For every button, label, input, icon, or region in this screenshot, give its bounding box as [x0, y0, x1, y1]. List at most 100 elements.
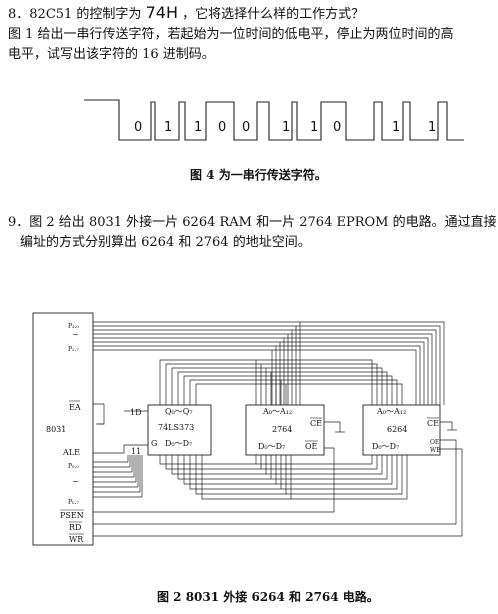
- wire: [93, 448, 463, 537]
- ram-oe-label: OE: [430, 439, 439, 446]
- wire: [261, 363, 378, 405]
- eprom-data-label: D₀～D₇: [258, 442, 285, 451]
- latch-g-label: G: [151, 439, 157, 448]
- waveform-bit-label: 0: [333, 120, 341, 135]
- wire: [159, 359, 257, 405]
- ram-ce-label: CE: [427, 419, 439, 428]
- wire: [271, 455, 388, 480]
- wire: [201, 455, 292, 500]
- wire: [183, 375, 277, 405]
- q8-line3: 电平，试写出该字符的 16 进制码。: [8, 47, 215, 62]
- p2-7-label: P₂.₇: [68, 346, 79, 353]
- wire: [177, 371, 272, 405]
- wire: [189, 379, 282, 405]
- wire: [171, 367, 267, 405]
- latch-label: 74LS373: [158, 423, 194, 432]
- wire: [93, 329, 437, 405]
- wire: [286, 455, 403, 495]
- wire: [286, 383, 403, 405]
- waveform-bit-label: 0: [134, 120, 142, 135]
- wire: [324, 421, 341, 432]
- q9-line1: 9．图 2 给出 8031 外接一片 6264 RAM 和一片 2764 EPR…: [8, 215, 497, 230]
- q8-line1-b: ，它将选择什么样的工作方式？: [182, 7, 365, 22]
- pin-1d-label: 1D: [130, 408, 142, 417]
- q8-line1-a: 8．82C51 的控制字为: [8, 7, 142, 22]
- eprom-2764-box: [245, 404, 325, 456]
- waveform-bit-label: 0: [242, 120, 250, 135]
- wire: [266, 455, 383, 475]
- wire: [93, 447, 335, 513]
- ram-data-label: D₀～D₇: [372, 442, 399, 451]
- latch-74ls373-box: [147, 404, 212, 456]
- waveform-bit-label: 1: [428, 120, 436, 135]
- circuit-diagram: [32, 312, 441, 546]
- wire: [93, 444, 148, 454]
- wire: [440, 421, 453, 430]
- waveform-bit-label: 0: [218, 120, 226, 135]
- ram-label: 6264: [387, 425, 407, 434]
- wire: [177, 455, 272, 480]
- wire: [93, 333, 433, 405]
- waveform-bit-label: 1: [164, 120, 172, 135]
- wire: [93, 349, 417, 405]
- wire: [276, 455, 393, 485]
- q8-figure-caption: 图 4 为一串行传送字符。: [190, 168, 327, 182]
- circuit-wires: [93, 321, 463, 537]
- wire: [271, 371, 388, 405]
- rd-label: RD: [69, 523, 81, 532]
- wire: [266, 367, 383, 405]
- waveform-bit-label: 1: [282, 120, 290, 135]
- wr-label: WR: [69, 535, 84, 544]
- wire: [281, 379, 398, 405]
- wire: [256, 359, 373, 405]
- wire: [183, 455, 277, 485]
- wire: [165, 363, 262, 405]
- cpu-8031-box: [32, 312, 94, 546]
- waveform-bit-label: 1: [194, 120, 202, 135]
- wire: [93, 439, 457, 525]
- q9-figure-caption: 图 2 8031 外接 6264 和 2764 电路。: [157, 590, 379, 604]
- eprom-label: 2764: [272, 425, 292, 434]
- ale-label: ALE: [62, 448, 80, 457]
- wire: [189, 455, 282, 490]
- wire: [159, 455, 257, 465]
- serial-waveform: [84, 99, 464, 141]
- wire: [171, 455, 267, 475]
- ram-addr-label: A₀～A₁₂: [376, 407, 406, 416]
- pin-11-label: 11: [131, 447, 141, 456]
- latch-q-label: Q₀～Q₇: [165, 407, 193, 416]
- q8-line2: 图 1 给出一串行传送字符，若起始为一位时间的低电平，停止为两位时间的高: [8, 27, 454, 42]
- wire: [281, 455, 398, 490]
- q9-line2: 编址的方式分别算出 6264 和 2764 的地址空间。: [20, 235, 311, 250]
- eprom-ce-label: CE: [310, 419, 322, 428]
- wire: [93, 345, 421, 405]
- q8-handwritten-value: 74H: [145, 3, 178, 22]
- wire: [276, 375, 393, 405]
- wire: [195, 383, 287, 405]
- p0-7-label: P₀.₇: [68, 499, 79, 506]
- wire: [93, 321, 445, 405]
- wire: [291, 455, 408, 500]
- wire: [195, 455, 287, 495]
- wire: [165, 455, 262, 470]
- eprom-oe-label: OE: [305, 442, 318, 451]
- ea-label: EA: [69, 403, 81, 412]
- wire: [93, 325, 441, 405]
- waveform-line: [84, 99, 464, 141]
- ram-6264-box: [362, 404, 441, 456]
- wire: [93, 403, 105, 425]
- waveform-bit-label: 1: [392, 120, 400, 135]
- wire: [256, 455, 373, 465]
- psen-label: PSEN: [60, 511, 84, 520]
- p2-0-label: P₂.₀: [68, 323, 79, 330]
- waveform-bit-label: 1: [310, 120, 318, 135]
- cpu-label: 8031: [46, 425, 66, 434]
- p2-range-tilde: ~: [72, 330, 79, 339]
- q8-line1: 8．82C51 的控制字为 74H ，它将选择什么样的工作方式？: [8, 4, 364, 24]
- p0-range-tilde: ~: [72, 477, 79, 486]
- p0-0-label: P₀.₀: [68, 463, 79, 470]
- ram-we-label: WE: [430, 447, 441, 454]
- wire: [93, 337, 429, 405]
